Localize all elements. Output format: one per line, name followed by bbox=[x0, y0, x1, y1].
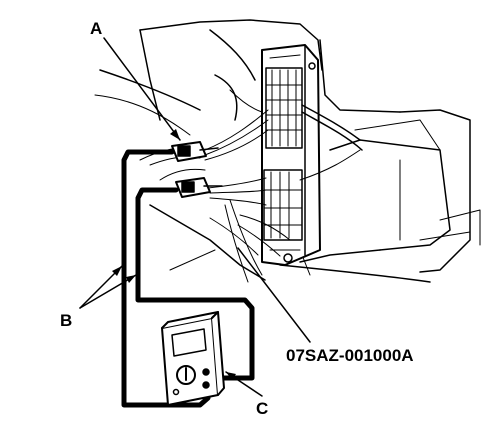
arrowhead-b-lower bbox=[126, 275, 136, 283]
part-number-label: 07SAZ-001000A bbox=[286, 346, 414, 365]
body-panel-outline bbox=[94, 19, 481, 283]
leader-lines bbox=[79, 37, 311, 397]
leader-b-lower bbox=[79, 274, 137, 309]
arrowhead-b-upper bbox=[112, 266, 122, 276]
callout-a: A bbox=[90, 19, 102, 38]
multimeter-icon bbox=[161, 311, 225, 406]
connector-icon bbox=[265, 67, 303, 149]
connector-icon bbox=[263, 169, 303, 241]
callout-b: B bbox=[60, 311, 72, 330]
arrowhead-c bbox=[226, 372, 236, 380]
test-probe-upper bbox=[171, 141, 219, 162]
leader-a bbox=[103, 37, 181, 141]
wire-harness-icon bbox=[139, 89, 363, 283]
test-probe-lower bbox=[175, 177, 223, 198]
leader-part-number bbox=[237, 247, 311, 343]
arrowhead-a bbox=[170, 129, 180, 140]
callout-c: C bbox=[256, 399, 268, 418]
ecu-unit-icon bbox=[261, 44, 321, 266]
